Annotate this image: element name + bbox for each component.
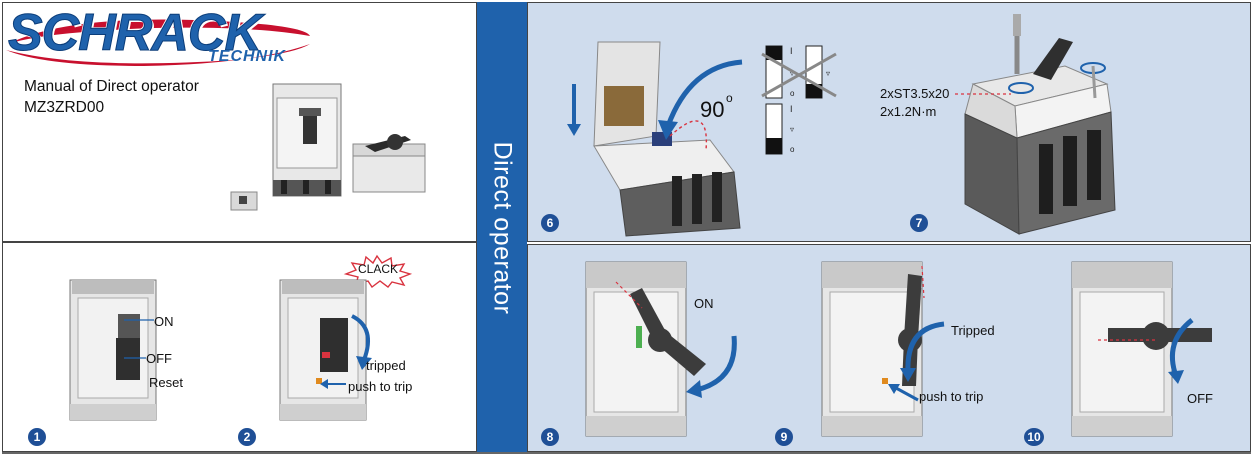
leader-lines-step1 bbox=[124, 319, 154, 359]
label-push-to-trip: push to trip bbox=[348, 379, 413, 394]
bottom-rule bbox=[2, 452, 1251, 454]
breaker-step9 bbox=[821, 261, 925, 437]
trip-arrow-step2 bbox=[351, 314, 372, 370]
svg-text:▿: ▿ bbox=[790, 125, 794, 134]
manual-title: Manual of Direct operator MZ3ZRD00 bbox=[24, 76, 199, 118]
side-title: Direct operator bbox=[488, 141, 517, 315]
label-off-step10: OFF bbox=[1187, 391, 1213, 406]
svg-text:o: o bbox=[790, 89, 795, 98]
logo-swoosh-shape bbox=[6, 19, 310, 66]
rotate-arrow-step10 bbox=[1168, 318, 1194, 384]
logo-wordmark: SCHRACK bbox=[8, 4, 263, 63]
trip-arrow-step9 bbox=[900, 321, 945, 382]
label-reset: Reset bbox=[149, 375, 183, 390]
push-arrow-step9 bbox=[888, 384, 919, 402]
step-badge-6: 6 bbox=[541, 214, 559, 232]
label-screw-spec: 2xST3.5x20 bbox=[880, 86, 950, 101]
breaker-step1 bbox=[69, 279, 157, 421]
manual-title-line2: MZ3ZRD00 bbox=[24, 99, 105, 116]
label-tripped-lower: tripped bbox=[366, 358, 406, 373]
label-tripped-step9: Tripped bbox=[951, 323, 995, 338]
svg-text:I: I bbox=[790, 46, 793, 56]
breaker-step2 bbox=[279, 279, 367, 421]
label-push-to-trip-step9: push to trip bbox=[919, 389, 984, 404]
rotate-arrow-step6 bbox=[658, 59, 743, 140]
position-indicators: I ▿ o ▿ I ▿ o bbox=[761, 45, 837, 155]
svg-text:I: I bbox=[790, 104, 793, 114]
step-badge-10: 10 bbox=[1024, 428, 1044, 446]
breaker-step8 bbox=[585, 261, 706, 437]
breaker-step6 bbox=[567, 41, 741, 237]
step-badge-9: 9 bbox=[775, 428, 793, 446]
logo-subtitle: TECHNIK bbox=[208, 48, 287, 65]
svg-text:▿: ▿ bbox=[790, 69, 794, 78]
rotate-arrow-step8 bbox=[686, 335, 737, 398]
breaker-step10 bbox=[1071, 261, 1212, 437]
breaker-step7 bbox=[955, 14, 1116, 235]
step-badge-8: 8 bbox=[541, 428, 559, 446]
schrack-logo: SCHRACK TECHNIK bbox=[6, 4, 313, 68]
step-badge-7: 7 bbox=[910, 214, 928, 232]
step-badge-2: 2 bbox=[238, 428, 256, 446]
step-badge-1: 1 bbox=[28, 428, 46, 446]
label-off: OFF bbox=[146, 351, 172, 366]
label-on: ON bbox=[154, 314, 174, 329]
svg-text:o: o bbox=[790, 145, 795, 154]
label-on-step8: ON bbox=[694, 296, 714, 311]
label-degree: o bbox=[726, 91, 733, 105]
label-torque: 2x1.2N·m bbox=[880, 104, 937, 119]
push-arrow-step2 bbox=[320, 379, 346, 389]
side-title-band: Direct operator bbox=[477, 2, 527, 452]
manual-title-line1: Manual of Direct operator bbox=[24, 78, 199, 95]
svg-text:▿: ▿ bbox=[826, 69, 830, 78]
clack-burst bbox=[343, 254, 413, 289]
product-illustration bbox=[230, 83, 426, 211]
label-angle: 90 bbox=[700, 97, 725, 122]
label-clack: CLACK bbox=[358, 262, 399, 276]
